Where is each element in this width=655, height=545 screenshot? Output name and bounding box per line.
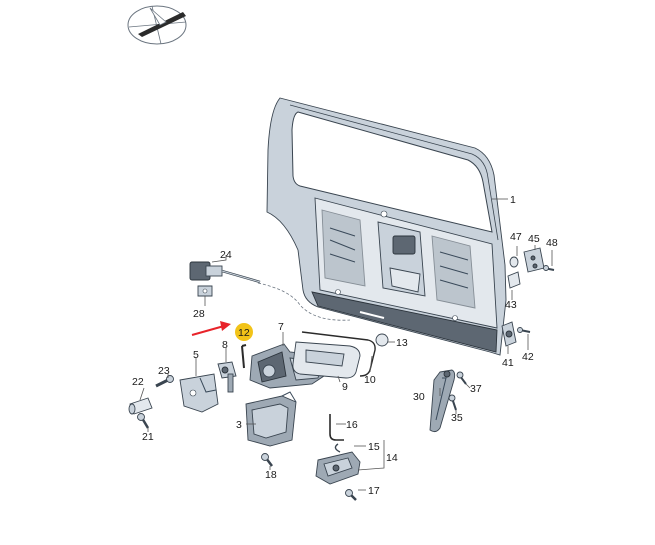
callout-18[interactable]: 18 xyxy=(265,469,277,481)
part-45-hinge-bracket xyxy=(523,247,545,273)
part-16-rod xyxy=(329,414,344,441)
callout-21[interactable]: 21 xyxy=(142,431,154,443)
part-17-screw xyxy=(345,489,357,501)
callout-10[interactable]: 10 xyxy=(364,374,376,386)
vehicle-orientation-icon xyxy=(127,5,187,45)
callout-labels: 1 24 28 7 12 8 5 9 10 13 23 22 21 3 18 1… xyxy=(132,194,558,497)
callout-30[interactable]: 30 xyxy=(413,391,425,403)
part-18-screw xyxy=(261,453,273,467)
callout-48[interactable]: 48 xyxy=(546,237,558,249)
part-12-highlight-badge[interactable] xyxy=(235,323,253,341)
part-41-ball-stud xyxy=(501,321,517,347)
leader-lines xyxy=(139,198,553,491)
callout-7[interactable]: 7 xyxy=(278,321,284,333)
part-9-handle xyxy=(292,341,361,379)
tailgate-door-panel xyxy=(266,97,507,356)
callout-45[interactable]: 45 xyxy=(528,233,540,245)
part-28-bracket xyxy=(197,285,213,297)
part-23-screw xyxy=(155,375,174,388)
callout-9[interactable]: 9 xyxy=(342,381,348,393)
part-22-bushing xyxy=(128,397,153,415)
part-42-bolt xyxy=(517,327,531,333)
part-10-seal-gasket xyxy=(301,331,376,377)
part-5-bracket xyxy=(179,373,219,413)
part-8-lock-cylinder xyxy=(217,361,237,393)
part-43-buffer xyxy=(507,271,521,289)
callout-14[interactable]: 14 xyxy=(386,452,398,464)
callout-8[interactable]: 8 xyxy=(222,339,228,351)
callout-3[interactable]: 3 xyxy=(236,419,242,431)
callout-12[interactable]: 12 xyxy=(238,327,250,339)
part-37-bolt xyxy=(456,371,467,385)
part-30-check-strap xyxy=(429,369,456,433)
part-24-release-cable xyxy=(189,261,351,321)
callout-5[interactable]: 5 xyxy=(193,349,199,361)
callout-42[interactable]: 42 xyxy=(522,351,534,363)
callout-28[interactable]: 28 xyxy=(193,308,205,320)
callout-17[interactable]: 17 xyxy=(368,485,380,497)
callout-23[interactable]: 23 xyxy=(158,365,170,377)
part-13-grommet xyxy=(375,333,389,347)
callout-1[interactable]: 1 xyxy=(510,194,516,206)
callout-47[interactable]: 47 xyxy=(510,231,522,243)
part-21-screw xyxy=(137,413,150,429)
part-12-connecting-rod xyxy=(241,344,247,369)
callout-15[interactable]: 15 xyxy=(368,441,380,453)
callout-13[interactable]: 13 xyxy=(396,337,408,349)
part-47-bumper xyxy=(509,256,519,268)
callout-16[interactable]: 16 xyxy=(346,419,358,431)
callout-35[interactable]: 35 xyxy=(451,412,463,424)
part-35-bolt xyxy=(448,394,457,411)
callout-41[interactable]: 41 xyxy=(502,357,514,369)
part-48-bolt xyxy=(543,265,555,271)
part-3-lock-cover xyxy=(245,391,297,447)
part-14-striker xyxy=(315,451,361,485)
callout-43[interactable]: 43 xyxy=(505,299,517,311)
highlight-arrow-icon xyxy=(191,321,231,336)
callout-37[interactable]: 37 xyxy=(470,383,482,395)
callout-24[interactable]: 24 xyxy=(220,249,232,261)
callout-22[interactable]: 22 xyxy=(132,376,144,388)
